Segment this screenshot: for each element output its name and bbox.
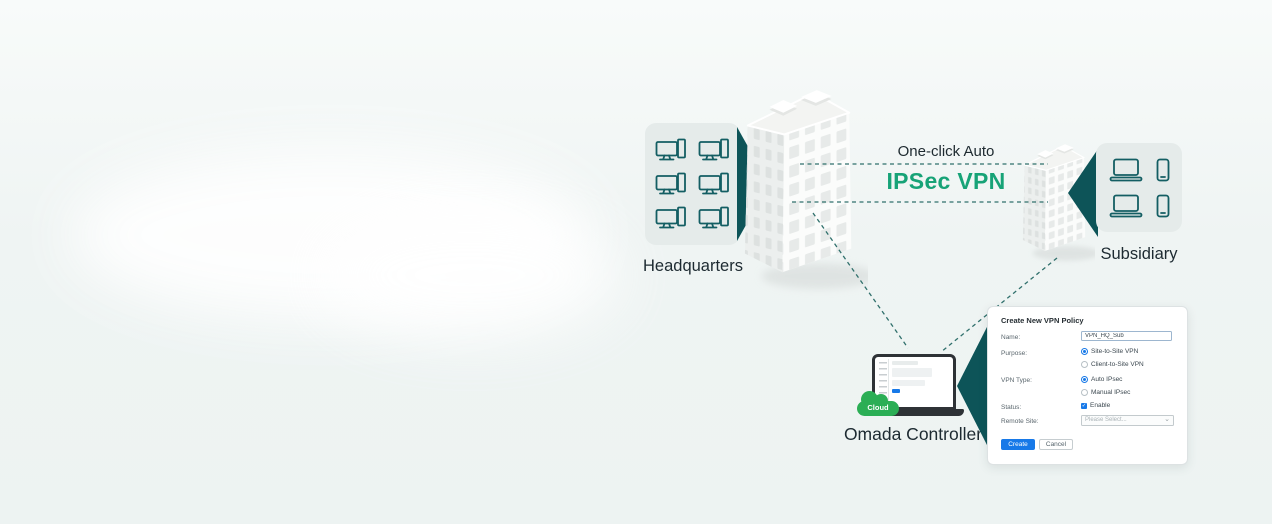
- purpose-label: Purpose:: [1001, 350, 1028, 357]
- radio-label: Manual IPsec: [1091, 389, 1131, 396]
- radio-icon[interactable]: [1081, 389, 1088, 396]
- background-cloud-shape: [320, 210, 620, 340]
- radio-selected-icon[interactable]: [1081, 348, 1088, 355]
- select-placeholder: Please Select...: [1085, 417, 1127, 423]
- create-button[interactable]: Create: [1001, 439, 1035, 450]
- subsidiary-devices-panel: [1096, 143, 1182, 232]
- laptop-icon: [1106, 188, 1146, 224]
- purpose-option-client-to-site[interactable]: Client-to-Site VPN: [1081, 361, 1144, 368]
- vpn-type-label: VPN Type:: [1001, 377, 1032, 384]
- checkbox-label: Enable: [1090, 402, 1111, 409]
- name-label: Name:: [1001, 334, 1021, 341]
- mini-ui-toolbar: [892, 361, 918, 365]
- dialog-title: Create New VPN Policy: [1001, 316, 1084, 325]
- chevron-down-icon: ⌄: [1164, 416, 1170, 423]
- laptop-icon: [1106, 152, 1146, 188]
- create-vpn-policy-dialog: Create New VPN Policy Name: Purpose: Sit…: [987, 306, 1188, 465]
- cloud-icon: [857, 401, 899, 416]
- vpn-type-option-auto-ipsec[interactable]: Auto IPsec: [1081, 376, 1122, 383]
- checkbox-checked-icon[interactable]: ✓: [1081, 402, 1087, 409]
- mini-ui-panel: [892, 368, 932, 377]
- radio-label: Site-to-Site VPN: [1091, 348, 1139, 355]
- phone-icon: [1154, 152, 1172, 188]
- mini-ui-panel: [892, 380, 925, 386]
- phone-icon: [1154, 188, 1172, 224]
- status-label: Status:: [1001, 404, 1022, 411]
- omada-controller-label: Omada Controller: [843, 424, 983, 444]
- cloud-badge-label: Cloud: [867, 403, 889, 412]
- radio-icon[interactable]: [1081, 361, 1088, 368]
- one-click-auto-caption: One-click Auto: [897, 143, 995, 160]
- remote-site-label: Remote Site:: [1001, 418, 1039, 425]
- purpose-option-site-to-site[interactable]: Site-to-Site VPN: [1081, 348, 1138, 355]
- controller-laptop-base: [863, 409, 964, 416]
- headquarters-devices-panel: [645, 123, 740, 245]
- status-enable-checkbox[interactable]: ✓ Enable: [1081, 402, 1110, 409]
- radio-label: Client-to-Site VPN: [1091, 361, 1144, 368]
- name-input[interactable]: [1081, 331, 1172, 341]
- radio-label: Auto IPsec: [1091, 376, 1123, 383]
- mini-ui-sidebar: [877, 359, 889, 403]
- ipsec-vpn-title: IPSec VPN: [886, 168, 1006, 194]
- cancel-button[interactable]: Cancel: [1039, 439, 1073, 450]
- radio-selected-icon[interactable]: [1081, 376, 1088, 383]
- headquarters-label: Headquarters: [643, 257, 743, 275]
- remote-site-select[interactable]: Please Select... ⌄: [1081, 415, 1174, 426]
- cloud-badge: Cloud: [856, 390, 902, 420]
- mini-ui-button: [892, 389, 900, 393]
- vpn-type-option-manual-ipsec[interactable]: Manual IPsec: [1081, 389, 1130, 396]
- subsidiary-label: Subsidiary: [1100, 245, 1178, 263]
